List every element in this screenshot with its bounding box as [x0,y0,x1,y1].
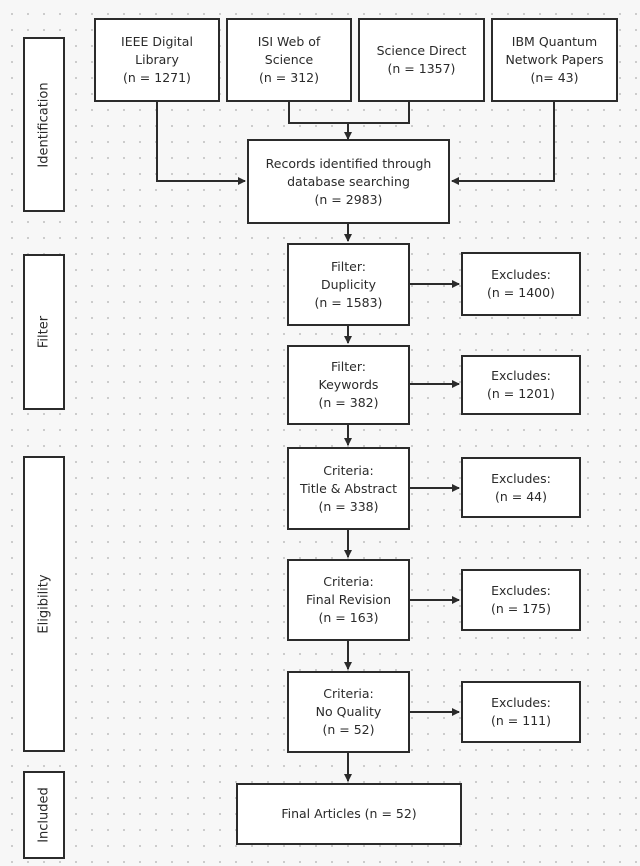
source-ibm-line2: Network Papers [505,52,604,67]
records-count: (n = 2983) [314,191,383,207]
excludes-no-quality: Excludes: (n = 111) [461,681,581,743]
connector-sciencedirect [348,101,410,124]
source-isi: ISI Web of Science (n = 312) [226,18,352,102]
final-articles-label: Final Articles (n = 52) [281,806,417,821]
excludes-keywords-label: Excludes: [491,368,551,383]
step-no-quality-criterion: No Quality [315,704,382,719]
stage-identification: Identification [23,37,65,212]
connector-ibm [451,101,555,185]
step-keywords: Filter: Keywords (n = 382) [287,345,410,425]
excludes-duplicity: Excludes: (n = 1400) [461,252,581,316]
records-line2: database searching [287,173,410,189]
step-duplicity-count: (n = 1583) [314,294,383,310]
step-no-quality: Criteria: No Quality (n = 52) [287,671,410,753]
excludes-keywords: Excludes: (n = 1201) [461,355,581,415]
connector-ieee [156,101,246,185]
stage-eligibility: Eligibility [23,456,65,752]
step-no-quality-count: (n = 52) [322,722,375,737]
records-identified: Records identified through database sear… [247,139,450,224]
step-keywords-count: (n = 382) [318,395,379,410]
step-final-revision: Criteria: Final Revision (n = 163) [287,559,410,641]
excludes-title-abstract: Excludes: (n = 44) [461,457,581,518]
source-ibm-count: (n= 43) [530,70,579,85]
excludes-no-quality-label: Excludes: [491,695,551,710]
step-keywords-label: Filter: [331,359,366,374]
step-duplicity: Filter: Duplicity (n = 1583) [287,243,410,326]
step-final-revision-count: (n = 163) [318,610,379,625]
final-articles: Final Articles (n = 52) [236,783,462,845]
step-duplicity-label: Filter: [331,258,366,274]
source-sciencedirect-count: (n = 1357) [387,61,456,76]
excludes-keywords-count: (n = 1201) [487,386,555,401]
source-ibm: IBM Quantum Network Papers (n= 43) [491,18,618,102]
excludes-final-revision: Excludes: (n = 175) [461,569,581,631]
step-final-revision-criterion: Final Revision [305,592,392,607]
source-isi-count: (n = 312) [259,70,319,85]
source-sciencedirect: Science Direct (n = 1357) [358,18,485,102]
source-isi-line2: Science [264,52,314,67]
step-final-revision-label: Criteria: [323,574,374,589]
source-sciencedirect-line1: Science Direct [376,43,467,58]
step-title-abstract: Criteria: Title & Abstract (n = 338) [287,447,410,530]
excludes-final-revision-count: (n = 175) [491,601,551,616]
step-no-quality-label: Criteria: [323,686,374,701]
source-ieee: IEEE Digital Library (n = 1271) [94,18,220,102]
stage-included: Included [23,771,65,859]
step-duplicity-criterion: Duplicity [320,276,377,292]
connector-isi [288,101,348,124]
excludes-title-abstract-label: Excludes: [491,470,551,486]
source-ieee-count: (n = 1271) [123,70,191,85]
excludes-duplicity-label: Excludes: [491,267,551,282]
excludes-duplicity-count: (n = 1400) [487,285,555,300]
step-keywords-criterion: Keywords [318,377,379,392]
stage-filter: Filter [23,254,65,410]
source-ibm-line1: IBM Quantum [511,34,598,49]
excludes-title-abstract-count: (n = 44) [494,488,547,504]
source-ieee-line1: IEEE Digital [121,34,193,49]
step-title-abstract-count: (n = 338) [318,498,379,514]
source-ieee-line2: Library [135,52,179,67]
records-line1: Records identified through [265,155,432,171]
step-title-abstract-label: Criteria: [323,462,374,478]
step-title-abstract-criterion: Title & Abstract [300,480,397,496]
source-isi-line1: ISI Web of [257,34,321,49]
excludes-no-quality-count: (n = 111) [491,713,551,728]
excludes-final-revision-label: Excludes: [491,583,551,598]
